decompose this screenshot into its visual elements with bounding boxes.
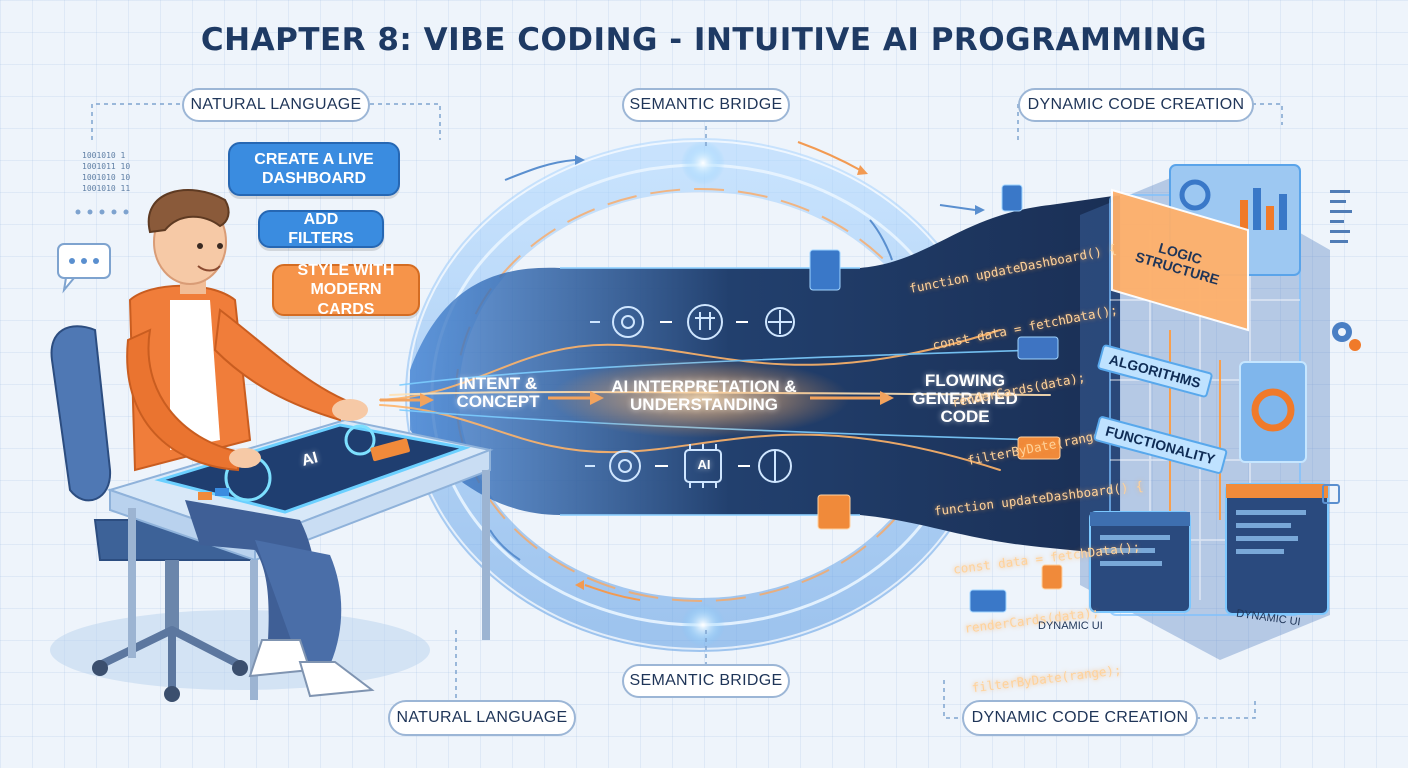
code-snippet-bottom: function updateDashboard() { const data …: [928, 436, 1171, 740]
flow-arrows: [380, 396, 880, 402]
label-natural-language-top: NATURAL LANGUAGE: [182, 88, 370, 122]
icon-row-top: [590, 304, 795, 340]
binary-text-left: 1001010 1 1001011 10 1001010 10 1001010 11: [82, 150, 130, 194]
ring-glow-top: [681, 141, 725, 185]
copyright-gear-icon: [609, 450, 641, 482]
leader-lines: [91, 103, 1283, 719]
label-semantic-bridge-top: SEMANTIC BRIDGE: [622, 88, 790, 122]
ring-arrows: [489, 141, 976, 601]
code-structure-block: [1080, 164, 1330, 660]
gear-icon-right: [1332, 322, 1361, 351]
code-line: function updateDashboard() {: [908, 241, 1118, 296]
binary-line: 1001010 11: [82, 184, 131, 193]
code-line: function updateDashboard() {: [933, 478, 1145, 519]
chat-icon: [57, 243, 111, 294]
code-line: const data = fetchData();: [931, 301, 1119, 353]
binary-line: 1001010 10: [82, 173, 131, 182]
label-dynamic-code-bottom: DYNAMIC CODE CREATION: [962, 700, 1198, 736]
circuit-icon: [765, 307, 795, 337]
flow-ai-label: AI INTERPRETATION & UNDERSTANDING: [611, 377, 797, 414]
binary-line: 1001010 1: [82, 151, 126, 160]
label-dynamic-code-top: DYNAMIC CODE CREATION: [1018, 88, 1254, 122]
person: [126, 189, 375, 698]
code-line: renderCards(data);: [963, 604, 1100, 636]
label-semantic-bridge-bottom: SEMANTIC BRIDGE: [622, 664, 790, 698]
binary-line: 1001011 10: [82, 162, 131, 171]
prompt-add-filters: ADD FILTERS: [258, 210, 384, 248]
brain-circuit-icon: [687, 304, 723, 340]
prompt-style-cards: STYLE WITH MODERN CARDS: [272, 262, 420, 318]
ring-glow-bottom: [681, 603, 725, 647]
ai-chip-label: AI: [697, 457, 711, 472]
prompt-create-dashboard: CREATE A LIVE DASHBOARD: [228, 142, 400, 196]
flow-generated-label: FLOWING GENERATED CODE: [912, 371, 1018, 426]
code-line: filterByDate(range);: [970, 662, 1123, 696]
code-line: const data = fetchData();: [952, 538, 1141, 577]
gear-icon: [612, 306, 644, 338]
dots-left: [75, 209, 129, 215]
dynamic-ui-label-1: DYNAMIC UI: [1038, 620, 1103, 632]
binary-dots-right: [1330, 190, 1352, 243]
page-title: CHAPTER 8: VIBE CODING - INTUITIVE AI PR…: [200, 22, 1208, 58]
label-natural-language-bottom: NATURAL LANGUAGE: [388, 700, 576, 736]
floating-cards: [809, 184, 1340, 613]
flow-intent-label: INTENT & CONCEPT: [456, 374, 540, 411]
icon-row-bottom: [585, 444, 792, 488]
